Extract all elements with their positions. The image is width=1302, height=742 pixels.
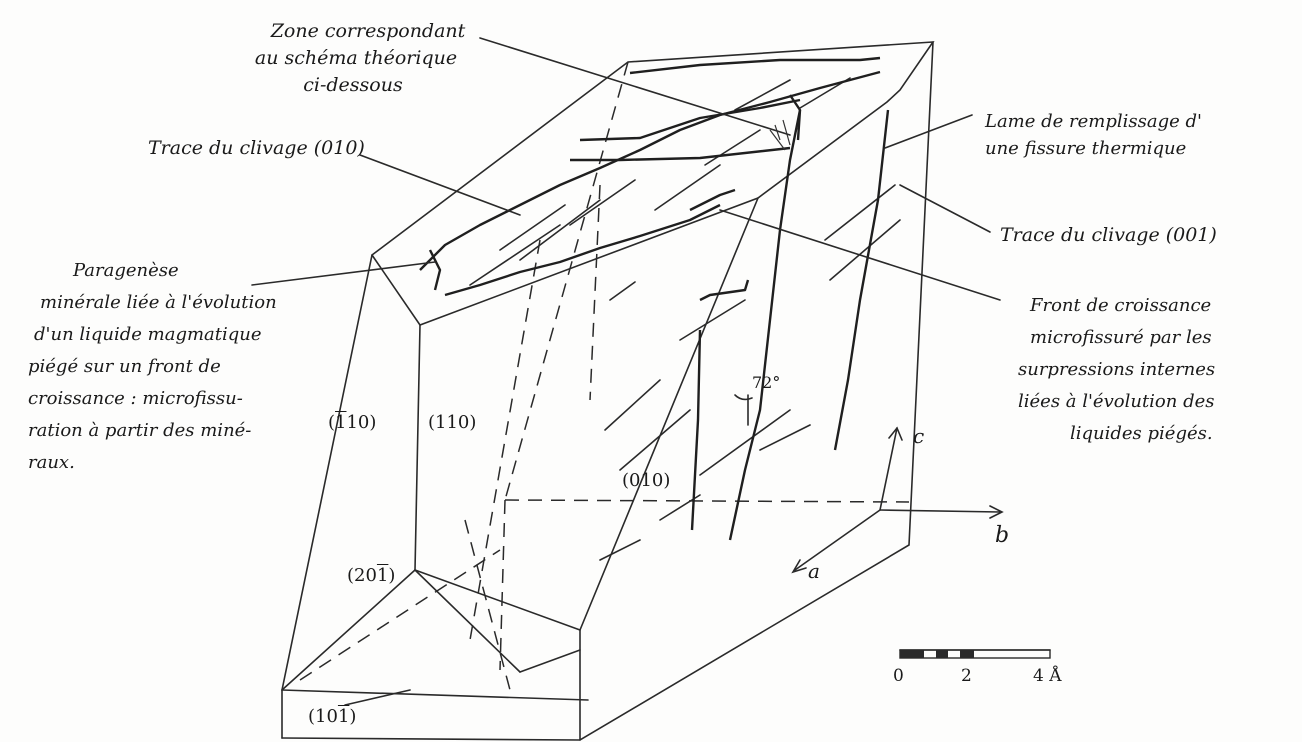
face-10b1-bar: 1 — [337, 706, 350, 727]
label-paragenesis-line-6: ration à partir des miné- — [28, 420, 252, 441]
label-paragenesis-line-2: minérale liée à l'évolution — [40, 292, 277, 313]
scale-bar — [899, 649, 1051, 659]
label-front: Front de croissance microfissuré par les… — [1010, 290, 1215, 450]
label-paragenesis: Paragenèse minérale liée à l'évolution d… — [28, 255, 277, 479]
label-front-line-3: surpressions internes — [1018, 359, 1216, 380]
face-10b1-rest: ) — [349, 706, 357, 727]
label-lame: Lame de remplissage d' une fissure therm… — [985, 108, 1202, 162]
label-cleavage-010: Trace du clivage (010) — [148, 137, 365, 159]
face-label-110: (110) — [428, 412, 477, 433]
axis-label-b: b — [995, 523, 1010, 548]
scale-tick-4: 4 Å — [1033, 666, 1062, 686]
face-label-20b1: (201) — [347, 565, 395, 586]
label-front-line-2: microfissuré par les — [1030, 327, 1212, 348]
face-20b1-prefix: (20 — [347, 565, 377, 586]
hidden-edges — [299, 61, 910, 691]
crystal-outline — [281, 41, 935, 741]
scale-tick-0: 0 — [893, 666, 904, 686]
angle-mark — [734, 394, 753, 426]
label-zone-line-3: ci-dessous — [303, 74, 403, 96]
face-20b1-bar: 1 — [376, 565, 389, 586]
face-label-1b10: (110) — [328, 412, 376, 433]
label-lame-line-1: Lame de remplissage d' — [985, 111, 1202, 132]
scale-tick-4-value: 4 — [1033, 666, 1044, 686]
face-label-010: (010) — [622, 470, 671, 491]
face-1b10-bar: 1 — [335, 412, 347, 433]
thermal-cracks — [419, 56, 890, 541]
face-1b10-prefix: ( — [328, 412, 336, 433]
axis-label-c: c — [913, 424, 925, 448]
label-zone: Zone correspondant au schéma théorique c… — [218, 18, 518, 99]
label-front-line-4: liées à l'évolution des — [1018, 391, 1215, 412]
cleavage-traces-010 — [599, 184, 901, 561]
face-1b10-rest: 10) — [346, 412, 377, 433]
label-zone-line-2: au schéma théorique — [254, 47, 458, 69]
leader-lines — [251, 37, 1001, 706]
label-front-line-1: Front de croissance — [1030, 295, 1212, 316]
label-paragenesis-line-7: raux. — [28, 452, 75, 473]
label-zone-line-1: Zone correspondant — [270, 20, 466, 42]
label-front-line-5: liquides piégés. — [1070, 423, 1213, 444]
crystal-axes — [791, 426, 1004, 574]
label-paragenesis-line-4: piégé sur un front de — [28, 356, 221, 377]
cleavage-traces-top — [469, 77, 851, 286]
label-paragenesis-line-1: Paragenèse — [73, 260, 179, 281]
label-cleavage-001: Trace du clivage (001) — [1000, 224, 1217, 246]
label-paragenesis-line-5: croissance : microfissu- — [28, 388, 243, 409]
face-label-10b1: (101) — [308, 706, 356, 727]
angle-label: 72° — [752, 373, 781, 392]
scale-unit: Å — [1049, 666, 1062, 686]
label-lame-line-2: une fissure thermique — [985, 138, 1187, 159]
face-10b1-prefix: (10 — [308, 706, 338, 727]
axis-label-a: a — [808, 559, 820, 583]
face-20b1-rest: ) — [388, 565, 396, 586]
label-paragenesis-line-3: d'un liquide magmatique — [34, 324, 262, 345]
scale-tick-2: 2 — [961, 666, 972, 686]
